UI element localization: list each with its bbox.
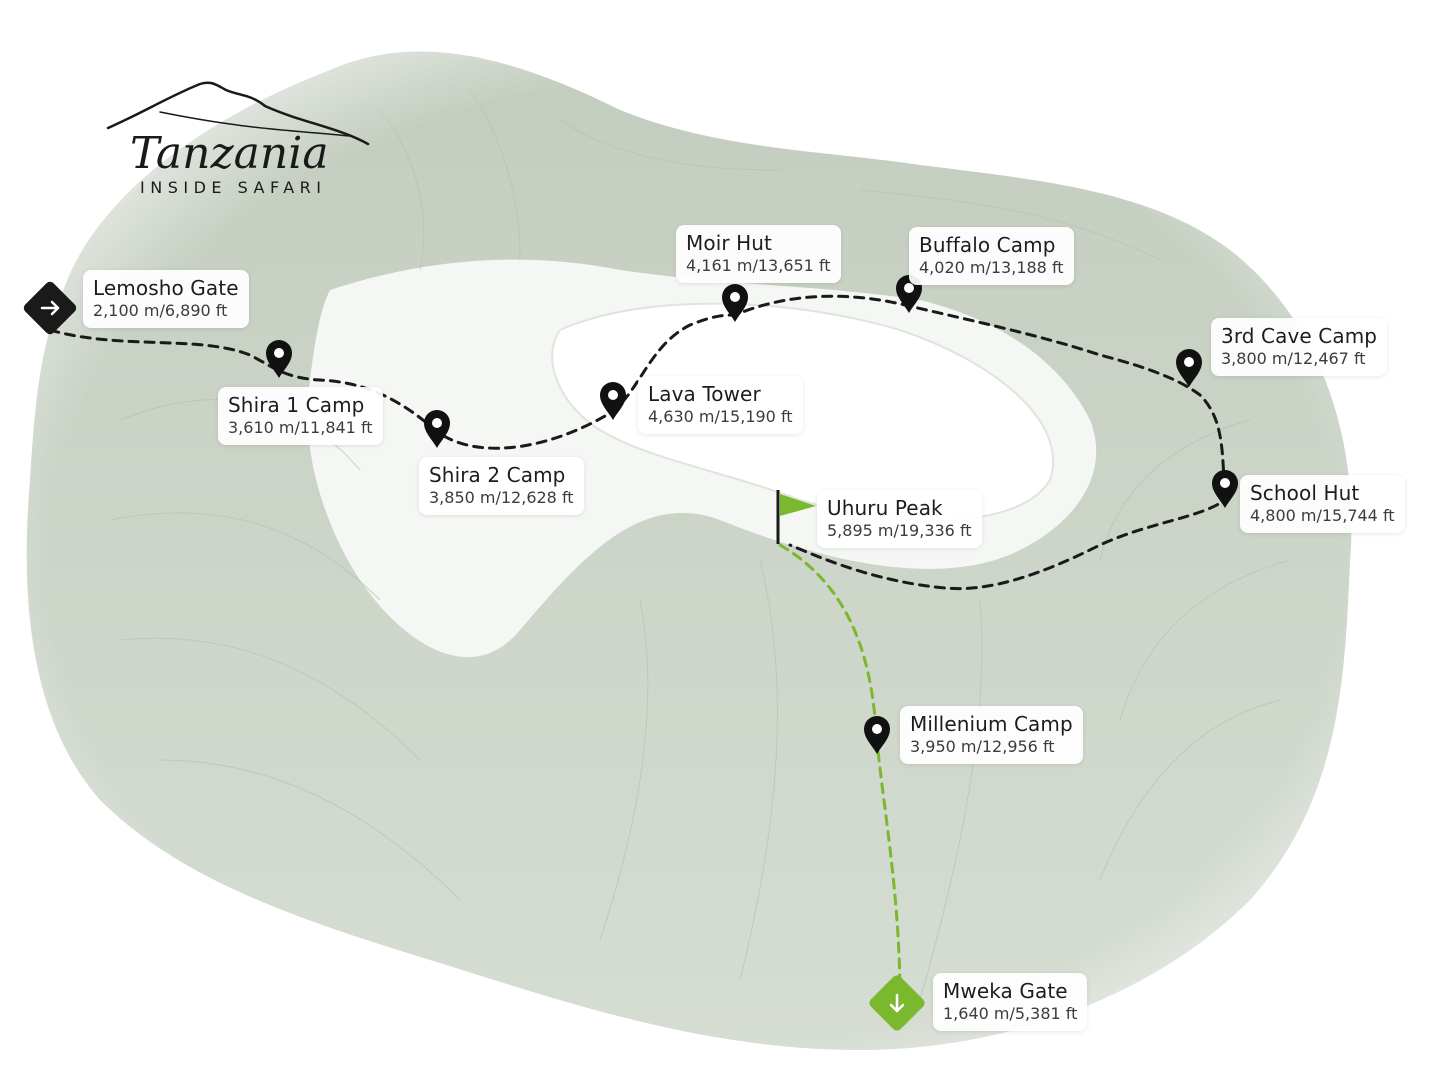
ascent-path <box>48 294 1227 591</box>
location-elevation: 5,895 m/19,336 ft <box>827 521 972 540</box>
map-pin-icon[interactable] <box>722 284 748 322</box>
location-label-mweka-gate[interactable]: Mweka Gate 1,640 m/5,381 ft <box>933 973 1088 1031</box>
location-label-3rd-cave-camp[interactable]: 3rd Cave Camp 3,800 m/12,467 ft <box>1211 318 1388 376</box>
location-elevation: 4,161 m/13,651 ft <box>686 256 831 275</box>
location-elevation: 2,100 m/6,890 ft <box>93 301 228 320</box>
location-name: 3rd Cave Camp <box>1221 324 1378 348</box>
brand-logo: Tanzania <box>106 81 370 179</box>
summit-flag-icon[interactable] <box>776 490 816 544</box>
location-elevation: 1,640 m/5,381 ft <box>943 1004 1078 1023</box>
location-label-buffalo-camp[interactable]: Buffalo Camp 4,020 m/13,188 ft <box>909 227 1074 285</box>
location-elevation: 4,020 m/13,188 ft <box>919 258 1064 277</box>
map-pin-icon[interactable] <box>1176 349 1202 387</box>
map-pin-icon[interactable] <box>864 716 890 754</box>
location-label-school-hut[interactable]: School Hut 4,800 m/15,744 ft <box>1240 475 1405 533</box>
logo-subtitle: INSIDE SAFARI <box>140 178 327 197</box>
location-name: Shira 1 Camp <box>228 393 365 417</box>
map-pin-icon[interactable] <box>266 340 292 378</box>
location-label-moir-hut[interactable]: Moir Hut 4,161 m/13,651 ft <box>676 225 841 283</box>
location-name: Buffalo Camp <box>919 233 1056 257</box>
location-name: Millenium Camp <box>910 712 1073 736</box>
location-label-millenium-camp[interactable]: Millenium Camp 3,950 m/12,956 ft <box>900 706 1083 764</box>
location-name: Moir Hut <box>686 231 772 255</box>
location-name: School Hut <box>1250 481 1360 505</box>
location-elevation: 3,950 m/12,956 ft <box>910 737 1055 756</box>
start-arrow-icon[interactable] <box>22 280 79 337</box>
location-name: Lemosho Gate <box>93 276 239 300</box>
location-elevation: 4,800 m/15,744 ft <box>1250 506 1395 525</box>
location-label-lava-tower[interactable]: Lava Tower 4,630 m/15,190 ft <box>638 376 803 434</box>
map-pin-icon[interactable] <box>1212 470 1238 508</box>
location-name: Mweka Gate <box>943 979 1068 1003</box>
logo-script: Tanzania <box>130 128 329 179</box>
location-name: Lava Tower <box>648 382 761 406</box>
map-pin-icon[interactable] <box>424 410 450 448</box>
location-name: Shira 2 Camp <box>429 463 566 487</box>
location-label-uhuru-peak[interactable]: Uhuru Peak 5,895 m/19,336 ft <box>817 490 982 548</box>
end-arrow-icon[interactable] <box>867 973 926 1032</box>
location-elevation: 3,610 m/11,841 ft <box>228 418 373 437</box>
location-label-lemosho-gate[interactable]: Lemosho Gate 2,100 m/6,890 ft <box>83 270 249 328</box>
mountain-outline-icon <box>106 81 370 146</box>
location-elevation: 4,630 m/15,190 ft <box>648 407 793 426</box>
location-label-shira-2-camp[interactable]: Shira 2 Camp 3,850 m/12,628 ft <box>419 457 584 515</box>
location-name: Uhuru Peak <box>827 496 943 520</box>
location-label-shira-1-camp[interactable]: Shira 1 Camp 3,610 m/11,841 ft <box>218 387 383 445</box>
map-pin-icon[interactable] <box>600 382 626 420</box>
location-elevation: 3,800 m/12,467 ft <box>1221 349 1366 368</box>
location-elevation: 3,850 m/12,628 ft <box>429 488 574 507</box>
